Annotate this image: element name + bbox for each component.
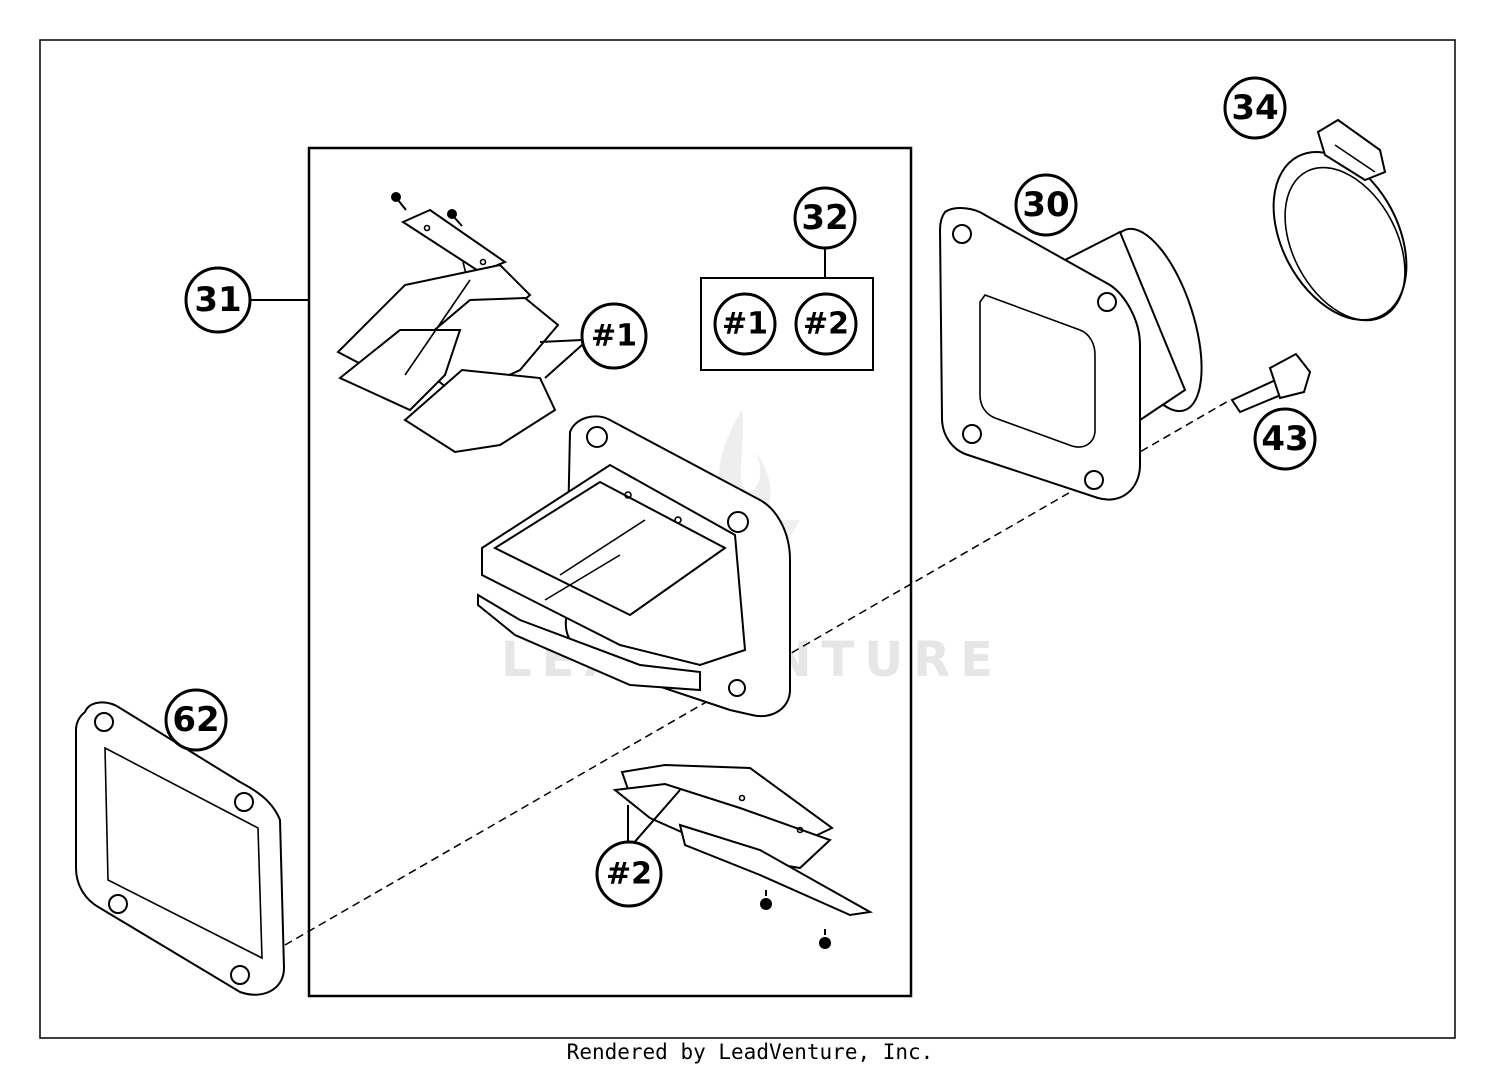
bolt <box>1230 352 1312 414</box>
callout-reed-1[interactable]: #1 <box>580 302 648 370</box>
svg-text:#1: #1 <box>591 319 637 354</box>
reed-petals-2 <box>612 763 874 917</box>
hose-clamp <box>1272 118 1408 322</box>
callout-kit-1[interactable]: #1 <box>713 292 777 356</box>
screw-icon <box>447 209 463 227</box>
callout-kit-2[interactable]: #2 <box>794 292 858 356</box>
svg-text:30: 30 <box>1022 185 1069 225</box>
intake-manifold <box>938 207 1203 501</box>
reed-valve-block <box>477 415 791 718</box>
kit-32-box <box>700 277 874 371</box>
svg-text:31: 31 <box>194 280 241 320</box>
svg-text:32: 32 <box>801 198 848 238</box>
reed-petals-1 <box>336 263 560 454</box>
callout-reed-2[interactable]: #2 <box>595 840 663 908</box>
svg-text:#2: #2 <box>606 857 652 892</box>
svg-text:62: 62 <box>172 700 219 740</box>
gasket <box>75 701 286 996</box>
screw-icon <box>391 192 407 211</box>
diagram-frame <box>39 39 1456 1039</box>
svg-text:43: 43 <box>1261 419 1308 459</box>
footer-credit: Rendered by LeadVenture, Inc. <box>566 1040 934 1064</box>
leader-reed2 <box>627 789 681 846</box>
svg-text:34: 34 <box>1231 88 1278 128</box>
svg-text:#1: #1 <box>722 307 768 342</box>
svg-text:#2: #2 <box>803 307 849 342</box>
callout-31[interactable]: 31 <box>184 266 252 334</box>
screw-icon <box>819 929 831 949</box>
reed-valve-assembly-box <box>307 146 913 998</box>
leader-reed1 <box>539 339 583 379</box>
callout-32[interactable]: 32 <box>793 186 857 250</box>
screw-icon <box>760 890 772 910</box>
callout-34[interactable]: 34 <box>1223 76 1287 140</box>
callout-30[interactable]: 30 <box>1014 173 1078 237</box>
callout-62[interactable]: 62 <box>164 688 228 752</box>
callout-43[interactable]: 43 <box>1253 407 1317 471</box>
